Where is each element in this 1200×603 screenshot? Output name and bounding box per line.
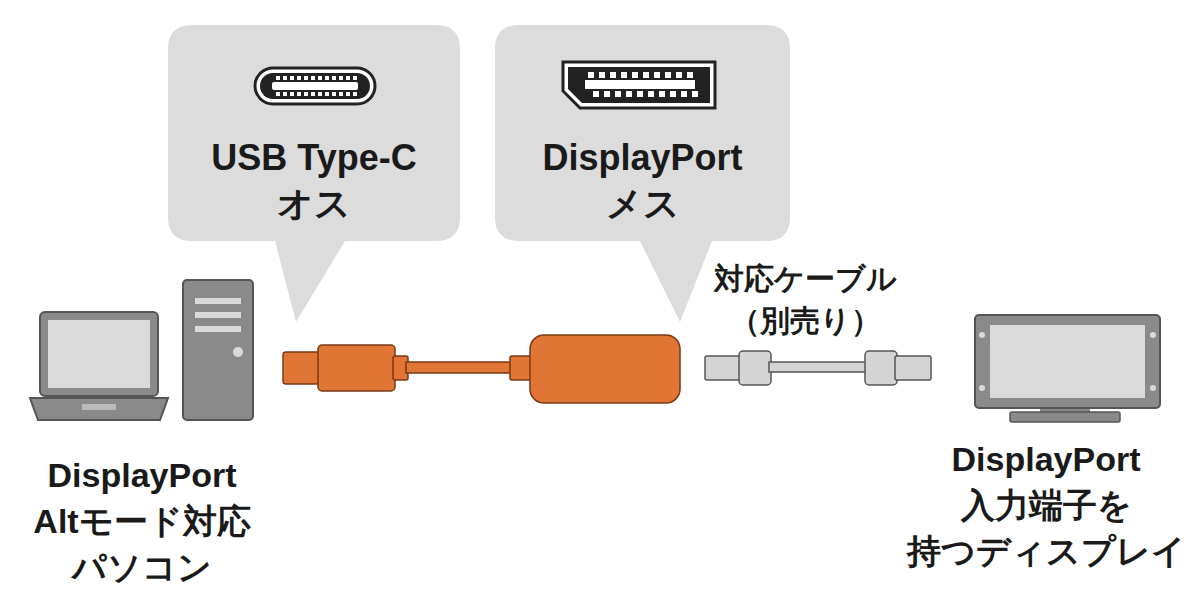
- pc-caption: DisplayPort Altモード対応 パソコン: [7, 452, 277, 590]
- callout-bubble: DisplayPort メス: [495, 25, 790, 241]
- usb-c-icon: [255, 68, 375, 104]
- adapter-cable: [283, 335, 680, 403]
- display: [975, 315, 1160, 422]
- callout-bubble: USB Type-C オス: [168, 25, 460, 241]
- desktop-tower: [183, 280, 253, 420]
- display-caption: DisplayPort 入力端子を 持つディスプレイ: [896, 436, 1196, 574]
- cable-note: 対応ケーブル （別売り）: [700, 258, 910, 342]
- bubble-shape: [168, 25, 460, 322]
- displayport-cable: [705, 351, 931, 385]
- callout-text: USB Type-C オス: [189, 135, 439, 227]
- displayport-icon: [563, 62, 715, 108]
- callout-text: DisplayPort メス: [518, 135, 768, 227]
- laptop: [30, 312, 168, 420]
